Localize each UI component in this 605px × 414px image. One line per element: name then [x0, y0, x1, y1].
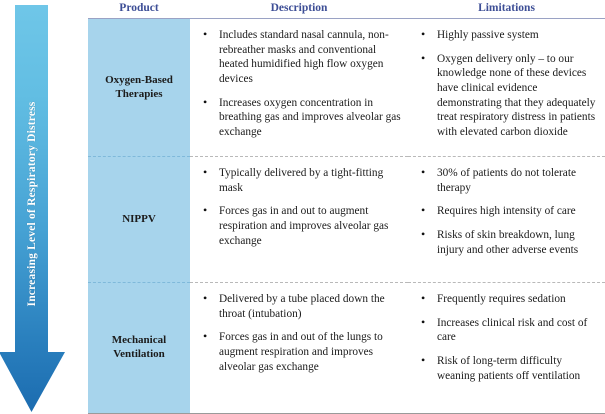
- list-item: Forces gas in and out of the lungs to au…: [199, 329, 402, 374]
- description-bullet-list: Typically delivered by a tight-fitting m…: [190, 157, 408, 258]
- table-row: Mechanical Ventilation Delivered by a tu…: [88, 282, 605, 414]
- table-row: Oxygen-Based Therapies Includes standard…: [88, 18, 605, 157]
- header-row: Product Description Limitations: [88, 0, 605, 19]
- arrow-label: Increasing Level of Respiratory Distress: [25, 101, 38, 307]
- list-item: Increases oxygen concentration in breath…: [199, 95, 402, 140]
- list-item: Forces gas in and out to augment respira…: [199, 203, 402, 248]
- column-header-description: Description: [190, 0, 408, 19]
- limitations-cell: 30% of patients do not tolerate therapy …: [408, 156, 605, 283]
- respiratory-therapy-comparison-table: Product Description Limitations Oxygen-B…: [88, 0, 605, 414]
- product-name-cell: NIPPV: [88, 156, 190, 283]
- list-item: Typically delivered by a tight-fitting m…: [199, 165, 402, 195]
- list-item: 30% of patients do not tolerate therapy: [417, 165, 597, 195]
- description-bullet-list: Delivered by a tube placed down the thro…: [190, 283, 408, 384]
- product-name-cell: Oxygen-Based Therapies: [88, 18, 190, 157]
- list-item: Frequently requires sedation: [417, 291, 597, 307]
- list-item: Includes standard nasal cannula, non-reb…: [199, 27, 402, 87]
- table-body: Oxygen-Based Therapies Includes standard…: [88, 18, 605, 414]
- limitations-cell: Frequently requires sedation Increases c…: [408, 282, 605, 414]
- description-cell: Typically delivered by a tight-fitting m…: [190, 156, 408, 283]
- down-arrow-icon: [0, 5, 65, 412]
- list-item: Risks of skin breakdown, lung injury and…: [417, 227, 597, 257]
- column-header-limitations: Limitations: [408, 0, 605, 19]
- description-bullet-list: Includes standard nasal cannula, non-reb…: [190, 19, 408, 150]
- list-item: Highly passive system: [417, 27, 597, 43]
- limitations-cell: Highly passive system Oxygen delivery on…: [408, 18, 605, 157]
- column-header-product: Product: [88, 0, 190, 19]
- product-name-cell: Mechanical Ventilation: [88, 282, 190, 414]
- list-item: Oxygen delivery only – to our knowledge …: [417, 51, 597, 140]
- limitations-bullet-list: Frequently requires sedation Increases c…: [408, 283, 605, 393]
- table-row: NIPPV Typically delivered by a tight-fit…: [88, 156, 605, 283]
- table-header: Product Description Limitations: [88, 0, 605, 19]
- limitations-bullet-list: 30% of patients do not tolerate therapy …: [408, 157, 605, 267]
- limitations-bullet-list: Highly passive system Oxygen delivery on…: [408, 19, 605, 150]
- list-item: Risk of long-term difficulty weaning pat…: [417, 353, 597, 383]
- comparison-table-container: Product Description Limitations Oxygen-B…: [88, 0, 605, 414]
- list-item: Increases clinical risk and cost of care: [417, 315, 597, 345]
- list-item: Delivered by a tube placed down the thro…: [199, 291, 402, 321]
- description-cell: Delivered by a tube placed down the thro…: [190, 282, 408, 414]
- list-item: Requires high intensity of care: [417, 203, 597, 219]
- description-cell: Includes standard nasal cannula, non-reb…: [190, 18, 408, 157]
- respiratory-distress-arrow: Increasing Level of Respiratory Distress: [0, 0, 86, 413]
